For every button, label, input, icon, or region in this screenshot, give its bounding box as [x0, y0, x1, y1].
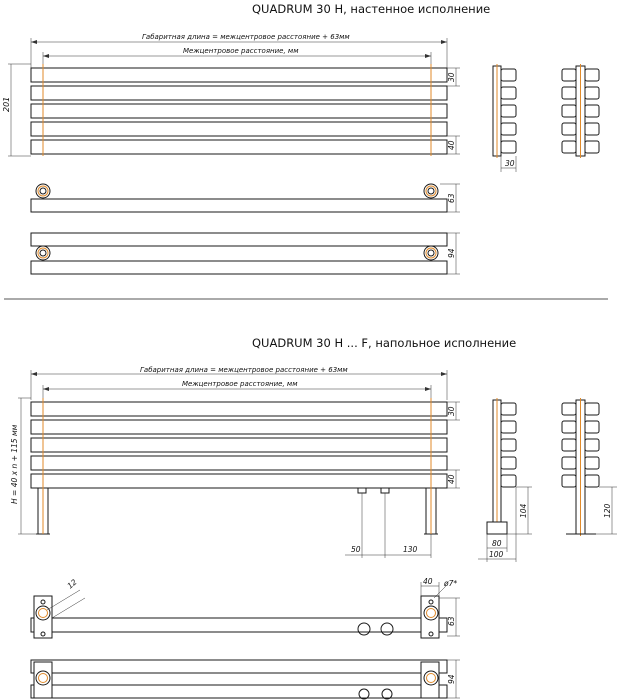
s1-side-view-b — [561, 64, 600, 158]
section1-title: QUADRUM 30 H, настенное исполнение — [252, 2, 490, 16]
s2-dim-12-label: 12 — [66, 577, 79, 590]
section2-title: QUADRUM 30 H ... F, напольное исполнение — [252, 336, 516, 350]
s1-overall-length-label: Габаритная длина = межцентровое расстоян… — [142, 33, 350, 41]
s1-bar-30-label: 30 — [447, 72, 456, 82]
s2-bar-30-label: 30 — [447, 406, 456, 416]
s1-bar-40-label: 40 — [447, 140, 456, 150]
s2-dim-63-label: 63 — [447, 616, 456, 626]
s2-overall-length-dim: Габаритная длина = межцентровое расстоян… — [30, 366, 448, 400]
s1-center-distance-dim: Межцентровое расстояние, мм — [42, 47, 432, 68]
s2-side-view-b: 120 — [561, 398, 617, 536]
s1-side-view-a: 30 — [492, 64, 517, 172]
s2-dim-40-label: 40 — [423, 577, 433, 586]
s1-bar-dims: 30 40 — [447, 67, 460, 155]
s1-top-view-63: 63 — [30, 183, 460, 213]
s2-top-view-63: 12 40 ø7* 63 — [30, 577, 460, 639]
s1-dim-94-label: 94 — [447, 248, 456, 258]
s2-dim-d7-label: ø7* — [443, 579, 457, 588]
s2-overall-length-label: Габаритная длина = межцентровое расстоян… — [140, 366, 348, 374]
s2-center-distance-label: Межцентровое расстояние, мм — [182, 380, 298, 388]
s1-center-distance-label: Межцентровое расстояние, мм — [183, 47, 299, 55]
s1-side-width-label: 30 — [505, 159, 515, 168]
s1-overall-length-dim: Габаритная длина = межцентровое расстоян… — [30, 33, 448, 68]
s2-dim-100-label: 100 — [489, 550, 504, 559]
s1-height-label: 201 — [2, 97, 11, 112]
s2-dim-104-label: 104 — [519, 503, 528, 518]
s2-bar-dims: 30 40 — [447, 401, 460, 489]
s2-dim-50-label: 50 — [351, 545, 361, 554]
s1-height-dim: 201 — [2, 63, 31, 157]
s2-height-label: H = 40 x n + 115 мм — [10, 424, 19, 504]
s2-dim-80-label: 80 — [492, 539, 502, 548]
s2-side-view-a: 104 80 100 — [478, 398, 532, 562]
s2-front-view — [30, 398, 448, 535]
s2-dim-130-label: 130 — [403, 545, 418, 554]
s2-bar-40-label: 40 — [447, 474, 456, 484]
s2-center-distance-dim: Межцентровое расстояние, мм — [42, 380, 432, 400]
s1-dim-63-label: 63 — [447, 193, 456, 203]
s2-connection-dims: 50 130 — [345, 493, 432, 558]
s1-top-view-94: 94 — [30, 232, 460, 275]
s2-height-dim: H = 40 x n + 115 мм — [10, 397, 38, 535]
s1-front-view — [30, 64, 448, 156]
s2-top-view-94: 94 — [30, 659, 460, 700]
s2-dim-120-label: 120 — [603, 503, 612, 518]
s2-dim-94-label: 94 — [447, 674, 456, 684]
